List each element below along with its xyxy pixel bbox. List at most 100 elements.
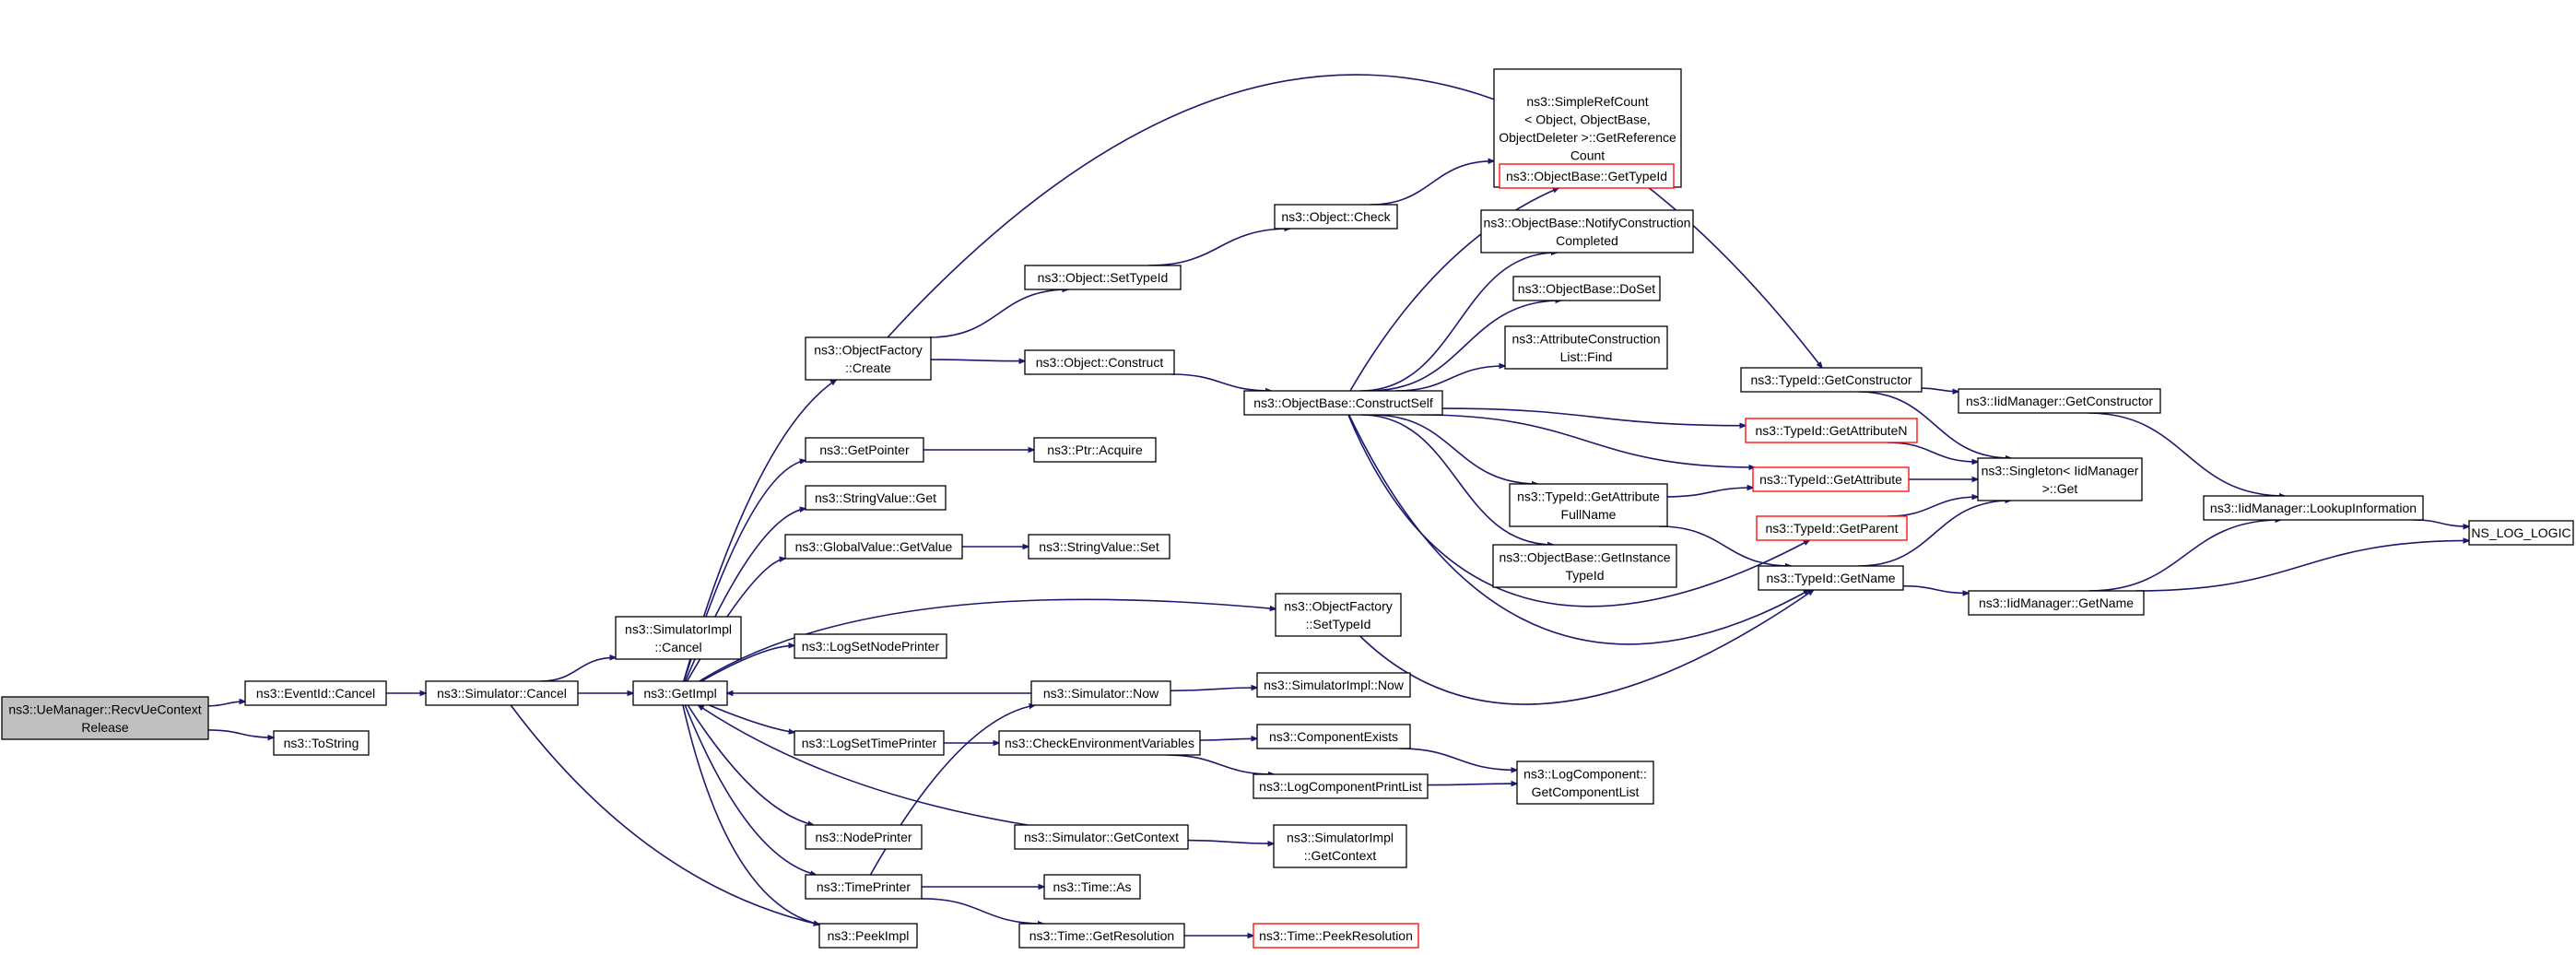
node-box: [1504, 325, 1668, 370]
node-box: [615, 616, 742, 660]
node-label: ns3::ObjectFactory: [814, 342, 923, 357]
edge-typeid-getattrfullname-to-typeid-getname: [1659, 525, 1791, 566]
node-box: [1740, 367, 1923, 393]
node-getimpl[interactable]: ns3::GetImpl: [632, 680, 728, 706]
node-label: List::Find: [1560, 349, 1613, 364]
node-label: ns3::Object::Check: [1281, 209, 1391, 224]
node-peekimpl[interactable]: ns3::PeekImpl: [818, 923, 918, 949]
node-sim-now[interactable]: ns3::Simulator::Now: [1030, 680, 1171, 706]
node-label: ns3::PeekImpl: [828, 928, 910, 943]
node-ptr-acquire[interactable]: ns3::Ptr::Acquire: [1033, 437, 1157, 463]
node-sim-getcontext[interactable]: ns3::Simulator::GetContext: [1014, 824, 1189, 850]
node-box: [1243, 390, 1443, 416]
node-label: ns3::Object::Construct: [1036, 355, 1164, 370]
node-typeid-getattribute[interactable]: ns3::TypeId::GetAttribute: [1752, 466, 1910, 492]
node-typeid-getparent[interactable]: ns3::TypeId::GetParent: [1756, 515, 1908, 541]
edge-sim-cancel-to-simimpl-cancel: [539, 657, 616, 682]
node-box: [1024, 349, 1175, 375]
node-box: [1028, 534, 1170, 560]
node-object-construct[interactable]: ns3::Object::Construct: [1024, 349, 1175, 375]
node-typeid-getconstructor[interactable]: ns3::TypeId::GetConstructor: [1740, 367, 1923, 393]
edge-objbase-constructself-to-objbase-doset: [1369, 301, 1561, 392]
node-box: [1043, 874, 1141, 900]
node-box: [1516, 760, 1654, 805]
node-box: [1509, 483, 1668, 527]
node-label: NS_LOG_LOGIC: [2471, 525, 2570, 540]
node-objfactory-create[interactable]: ns3::ObjectFactory::Create: [805, 336, 932, 381]
node-time-as[interactable]: ns3::Time::As: [1043, 874, 1141, 900]
node-timeprinter[interactable]: ns3::TimePrinter: [805, 874, 923, 900]
edge-timeprinter-to-time-getresolution: [921, 898, 1043, 924]
node-checkenv[interactable]: ns3::CheckEnvironmentVariables: [998, 730, 1201, 756]
node-box: [2468, 520, 2574, 546]
node-logcomponent-getlist[interactable]: ns3::LogComponent::GetComponentList: [1516, 760, 1654, 805]
node-eventid-cancel[interactable]: ns3::EventId::Cancel: [244, 680, 387, 706]
edge-root-to-eventid-cancel: [207, 702, 245, 707]
node-globalvalue-getvalue[interactable]: ns3::GlobalValue::GetValue: [784, 534, 963, 560]
node-componentexists[interactable]: ns3::ComponentExists: [1256, 724, 1411, 749]
node-iidmgr-lookup[interactable]: ns3::IidManager::LookupInformation: [2203, 495, 2424, 521]
edge-sim-now-to-simimpl-now: [1170, 688, 1257, 692]
node-label: ns3::TypeId::GetAttribute: [1517, 489, 1660, 503]
node-stringvalue-get[interactable]: ns3::StringValue::Get: [805, 485, 947, 511]
node-box: [1274, 204, 1398, 230]
node-logsetnodeprinter[interactable]: ns3::LogSetNodePrinter: [794, 633, 947, 659]
node-object-check[interactable]: ns3::Object::Check: [1274, 204, 1398, 230]
node-simimpl-cancel[interactable]: ns3::SimulatorImpl::Cancel: [615, 616, 742, 660]
edge-sim-getcontext-to-getimpl: [699, 705, 1029, 826]
edge-logcomponentprintlist-to-logcomponent-getlist: [1427, 784, 1517, 785]
node-simimpl-now[interactable]: ns3::SimulatorImpl::Now: [1256, 672, 1411, 698]
node-label: ns3::Time::PeekResolution: [1259, 928, 1413, 943]
node-getpointer[interactable]: ns3::GetPointer: [805, 437, 924, 463]
node-box: [1253, 773, 1429, 799]
node-iidmgr-getname[interactable]: ns3::IidManager::GetName: [1968, 590, 2145, 616]
edge-objbase-constructself-to-typeid-getparent: [1347, 414, 1809, 607]
node-label: ns3::Simulator::Now: [1043, 686, 1159, 701]
node-typeid-getattributen[interactable]: ns3::TypeId::GetAttributeN: [1745, 418, 1918, 443]
edge-iidmgr-getconstructor-to-iidmgr-lookup: [2088, 412, 2285, 496]
edge-getimpl-to-peekimpl: [682, 704, 819, 925]
node-box: [805, 874, 923, 900]
node-box: [1273, 824, 1407, 868]
edge-sim-getcontext-to-simimpl-getcontext: [1187, 839, 1274, 844]
node-label: ns3::IidManager::LookupInformation: [2210, 501, 2417, 515]
node-object-settypeid[interactable]: ns3::Object::SetTypeId: [1024, 265, 1182, 290]
node-stringvalue-set[interactable]: ns3::StringValue::Set: [1028, 534, 1170, 560]
edge-getimpl-to-nodeprinter: [687, 704, 813, 825]
nodes: ns3::UeManager::RecvUeContextReleasens3:…: [1, 68, 2574, 949]
node-label: ns3::ObjectBase::NotifyConstruction: [1484, 215, 1691, 230]
node-logsettimeprinter[interactable]: ns3::LogSetTimePrinter: [794, 730, 945, 756]
node-objbase-notify[interactable]: ns3::ObjectBase::NotifyConstructionCompl…: [1480, 209, 1694, 253]
node-time-getresolution[interactable]: ns3::Time::GetResolution: [1018, 923, 1185, 949]
node-label: Count: [1570, 147, 1605, 162]
node-box: [2203, 495, 2424, 521]
node-label: ns3::IidManager::GetConstructor: [1966, 394, 2153, 408]
node-label: ns3::GetPointer: [819, 442, 910, 457]
node-objbase-constructself[interactable]: ns3::ObjectBase::ConstructSelf: [1243, 390, 1443, 416]
node-tostring[interactable]: ns3::ToString: [273, 730, 370, 756]
node-ns-log-logic[interactable]: NS_LOG_LOGIC: [2468, 520, 2574, 546]
node-time-peekresolution[interactable]: ns3::Time::PeekResolution: [1253, 923, 1419, 949]
node-box: [784, 534, 963, 560]
edge-sim-cancel-to-peekimpl: [510, 704, 819, 925]
node-label: ::Create: [845, 360, 891, 375]
node-simimpl-getcontext[interactable]: ns3::SimulatorImpl::GetContext: [1273, 824, 1407, 868]
node-iidmgr-getconstructor[interactable]: ns3::IidManager::GetConstructor: [1958, 388, 2161, 414]
node-label: ns3::Simulator::Cancel: [437, 686, 567, 701]
node-sim-cancel[interactable]: ns3::Simulator::Cancel: [425, 680, 579, 706]
node-label: ns3::Time::As: [1053, 879, 1131, 894]
node-logcomponentprintlist[interactable]: ns3::LogComponentPrintList: [1253, 773, 1429, 799]
node-box: [1014, 824, 1189, 850]
node-objbase-doset[interactable]: ns3::ObjectBase::DoSet: [1512, 276, 1661, 301]
edge-object-construct-to-objbase-constructself: [1171, 373, 1271, 391]
node-objbase-gettypeid[interactable]: ns3::ObjectBase::GetTypeId: [1499, 163, 1675, 189]
node-label: ns3::LogComponent::: [1523, 766, 1647, 781]
node-singleton-get[interactable]: ns3::Singleton< IidManager>::Get: [1977, 457, 2143, 501]
node-objfactory-settypeid[interactable]: ns3::ObjectFactory::SetTypeId: [1275, 593, 1402, 637]
node-typeid-getname[interactable]: ns3::TypeId::GetName: [1758, 565, 1904, 591]
node-nodeprinter[interactable]: ns3::NodePrinter: [805, 824, 923, 850]
